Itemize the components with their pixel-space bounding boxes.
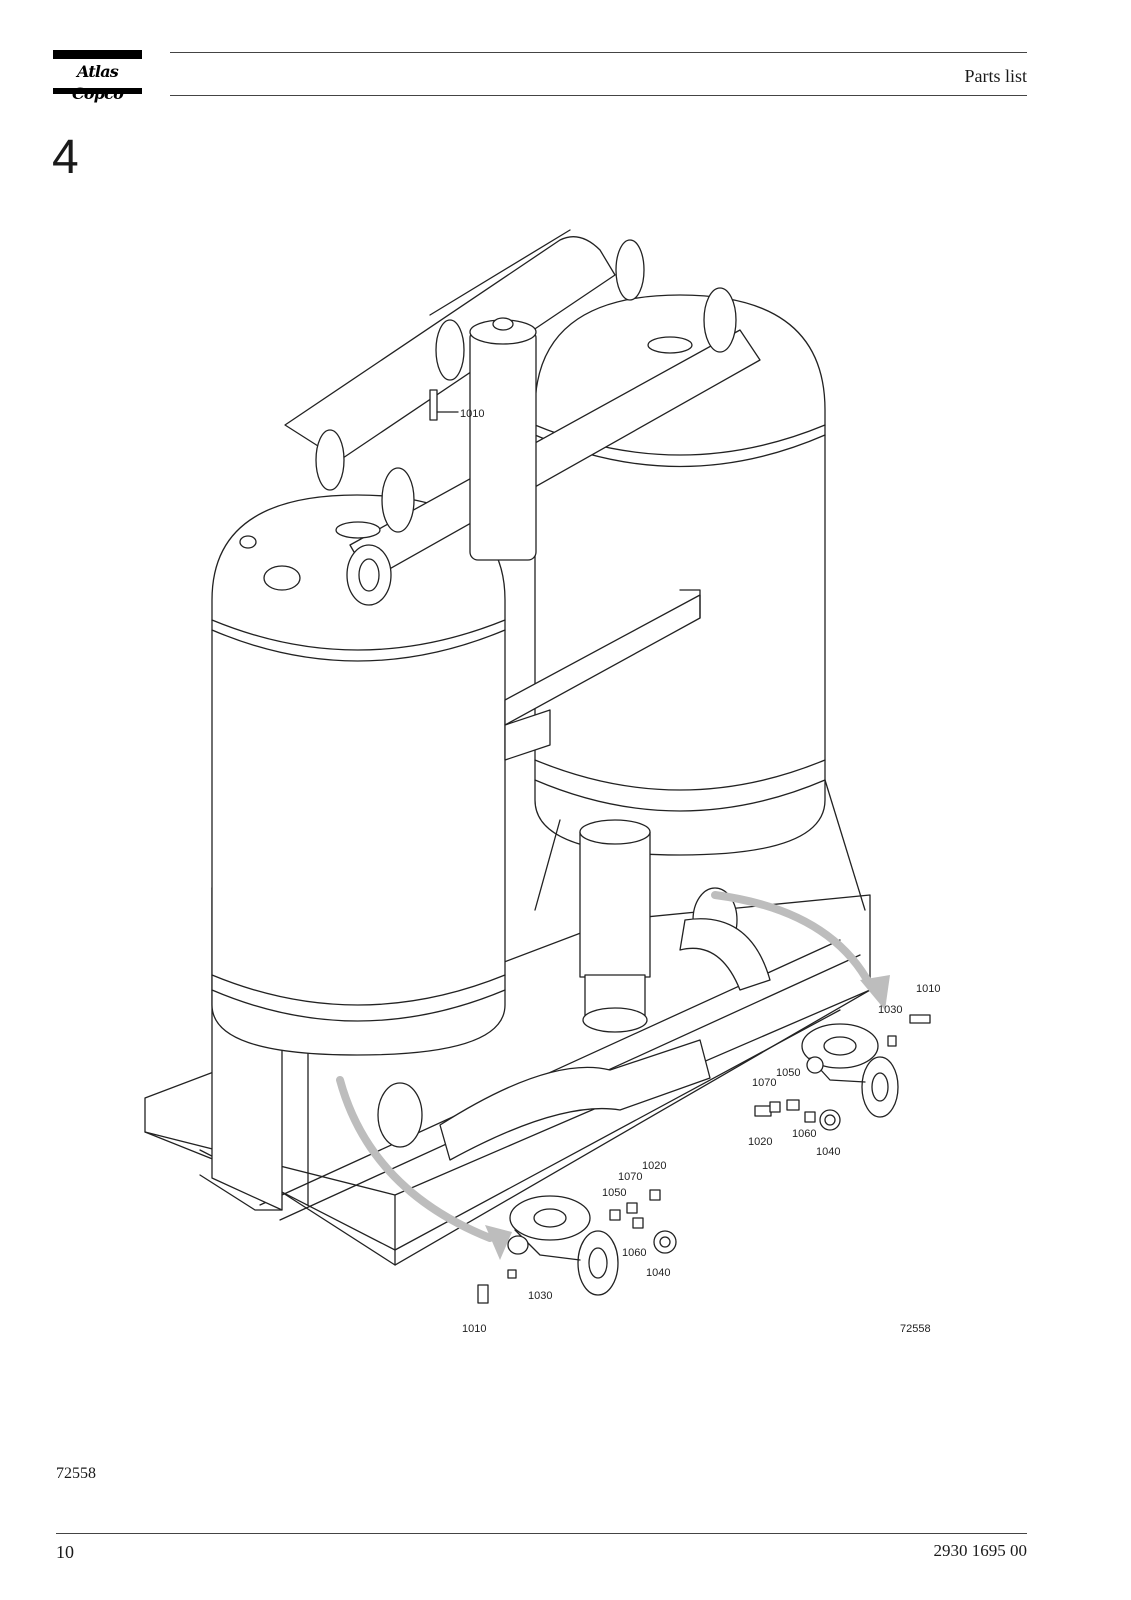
cross-beam	[504, 589, 701, 761]
callout-bottom-1040: 1040	[646, 1267, 670, 1279]
document-number: 2930 1695 00	[933, 1541, 1028, 1560]
arrow-left-head	[485, 1225, 512, 1260]
callout-right-1060: 1060	[792, 1128, 816, 1140]
callout-bottom-1050: 1050	[602, 1187, 626, 1199]
callout-right-1040: 1040	[816, 1146, 840, 1158]
tee-fitting-right	[801, 1023, 899, 1118]
tee-fitting-bottom	[507, 1195, 619, 1296]
callout-bottom-1060: 1060	[622, 1247, 646, 1259]
header-rule-bottom	[170, 95, 1027, 96]
chapter-number: 4	[52, 131, 79, 184]
flanges	[315, 239, 737, 606]
callout-right-1020: 1020	[748, 1136, 772, 1148]
dryer-drawing: 1010 1010 1030 1070 1050 1020 1060 1040	[144, 229, 940, 1335]
header-section-title: Parts list	[964, 66, 1027, 86]
arrow-right-head	[860, 975, 890, 1010]
figure-code: 72558	[56, 1465, 96, 1482]
valve-block	[377, 819, 771, 1161]
logo-bar-bottom	[53, 88, 142, 94]
callout-right-1070: 1070	[752, 1077, 776, 1089]
callout-bottom-1030: 1030	[528, 1290, 552, 1302]
callout-bottom-1070: 1070	[618, 1171, 642, 1183]
callout-bottom-1010: 1010	[462, 1323, 486, 1335]
parts-right	[754, 1014, 931, 1131]
figure-drawing-number: 72558	[900, 1323, 931, 1335]
sensor-top	[429, 389, 459, 421]
logo-wordmark: Atlas Copco	[72, 62, 124, 103]
callout-right-1030: 1030	[878, 1004, 902, 1016]
callout-bottom-1020: 1020	[642, 1160, 666, 1172]
exploded-view-figure: 1010 1010 1030 1070 1050 1020 1060 1040	[140, 220, 1000, 1380]
arrow-right	[711, 891, 874, 989]
arrow-left	[336, 1076, 494, 1242]
footer-rule	[56, 1533, 1027, 1534]
header-rule-top	[170, 52, 1027, 53]
callout-right-1050: 1050	[776, 1067, 800, 1079]
callout-right-1010: 1010	[916, 983, 940, 995]
callout-top-1010: 1010	[460, 408, 484, 420]
atlas-copco-logo: Atlas Copco	[53, 50, 142, 103]
page-number: 10	[56, 1542, 74, 1562]
logo-bar-top	[53, 50, 142, 59]
left-vessel	[211, 494, 506, 1056]
parts-bottom	[477, 1189, 677, 1304]
